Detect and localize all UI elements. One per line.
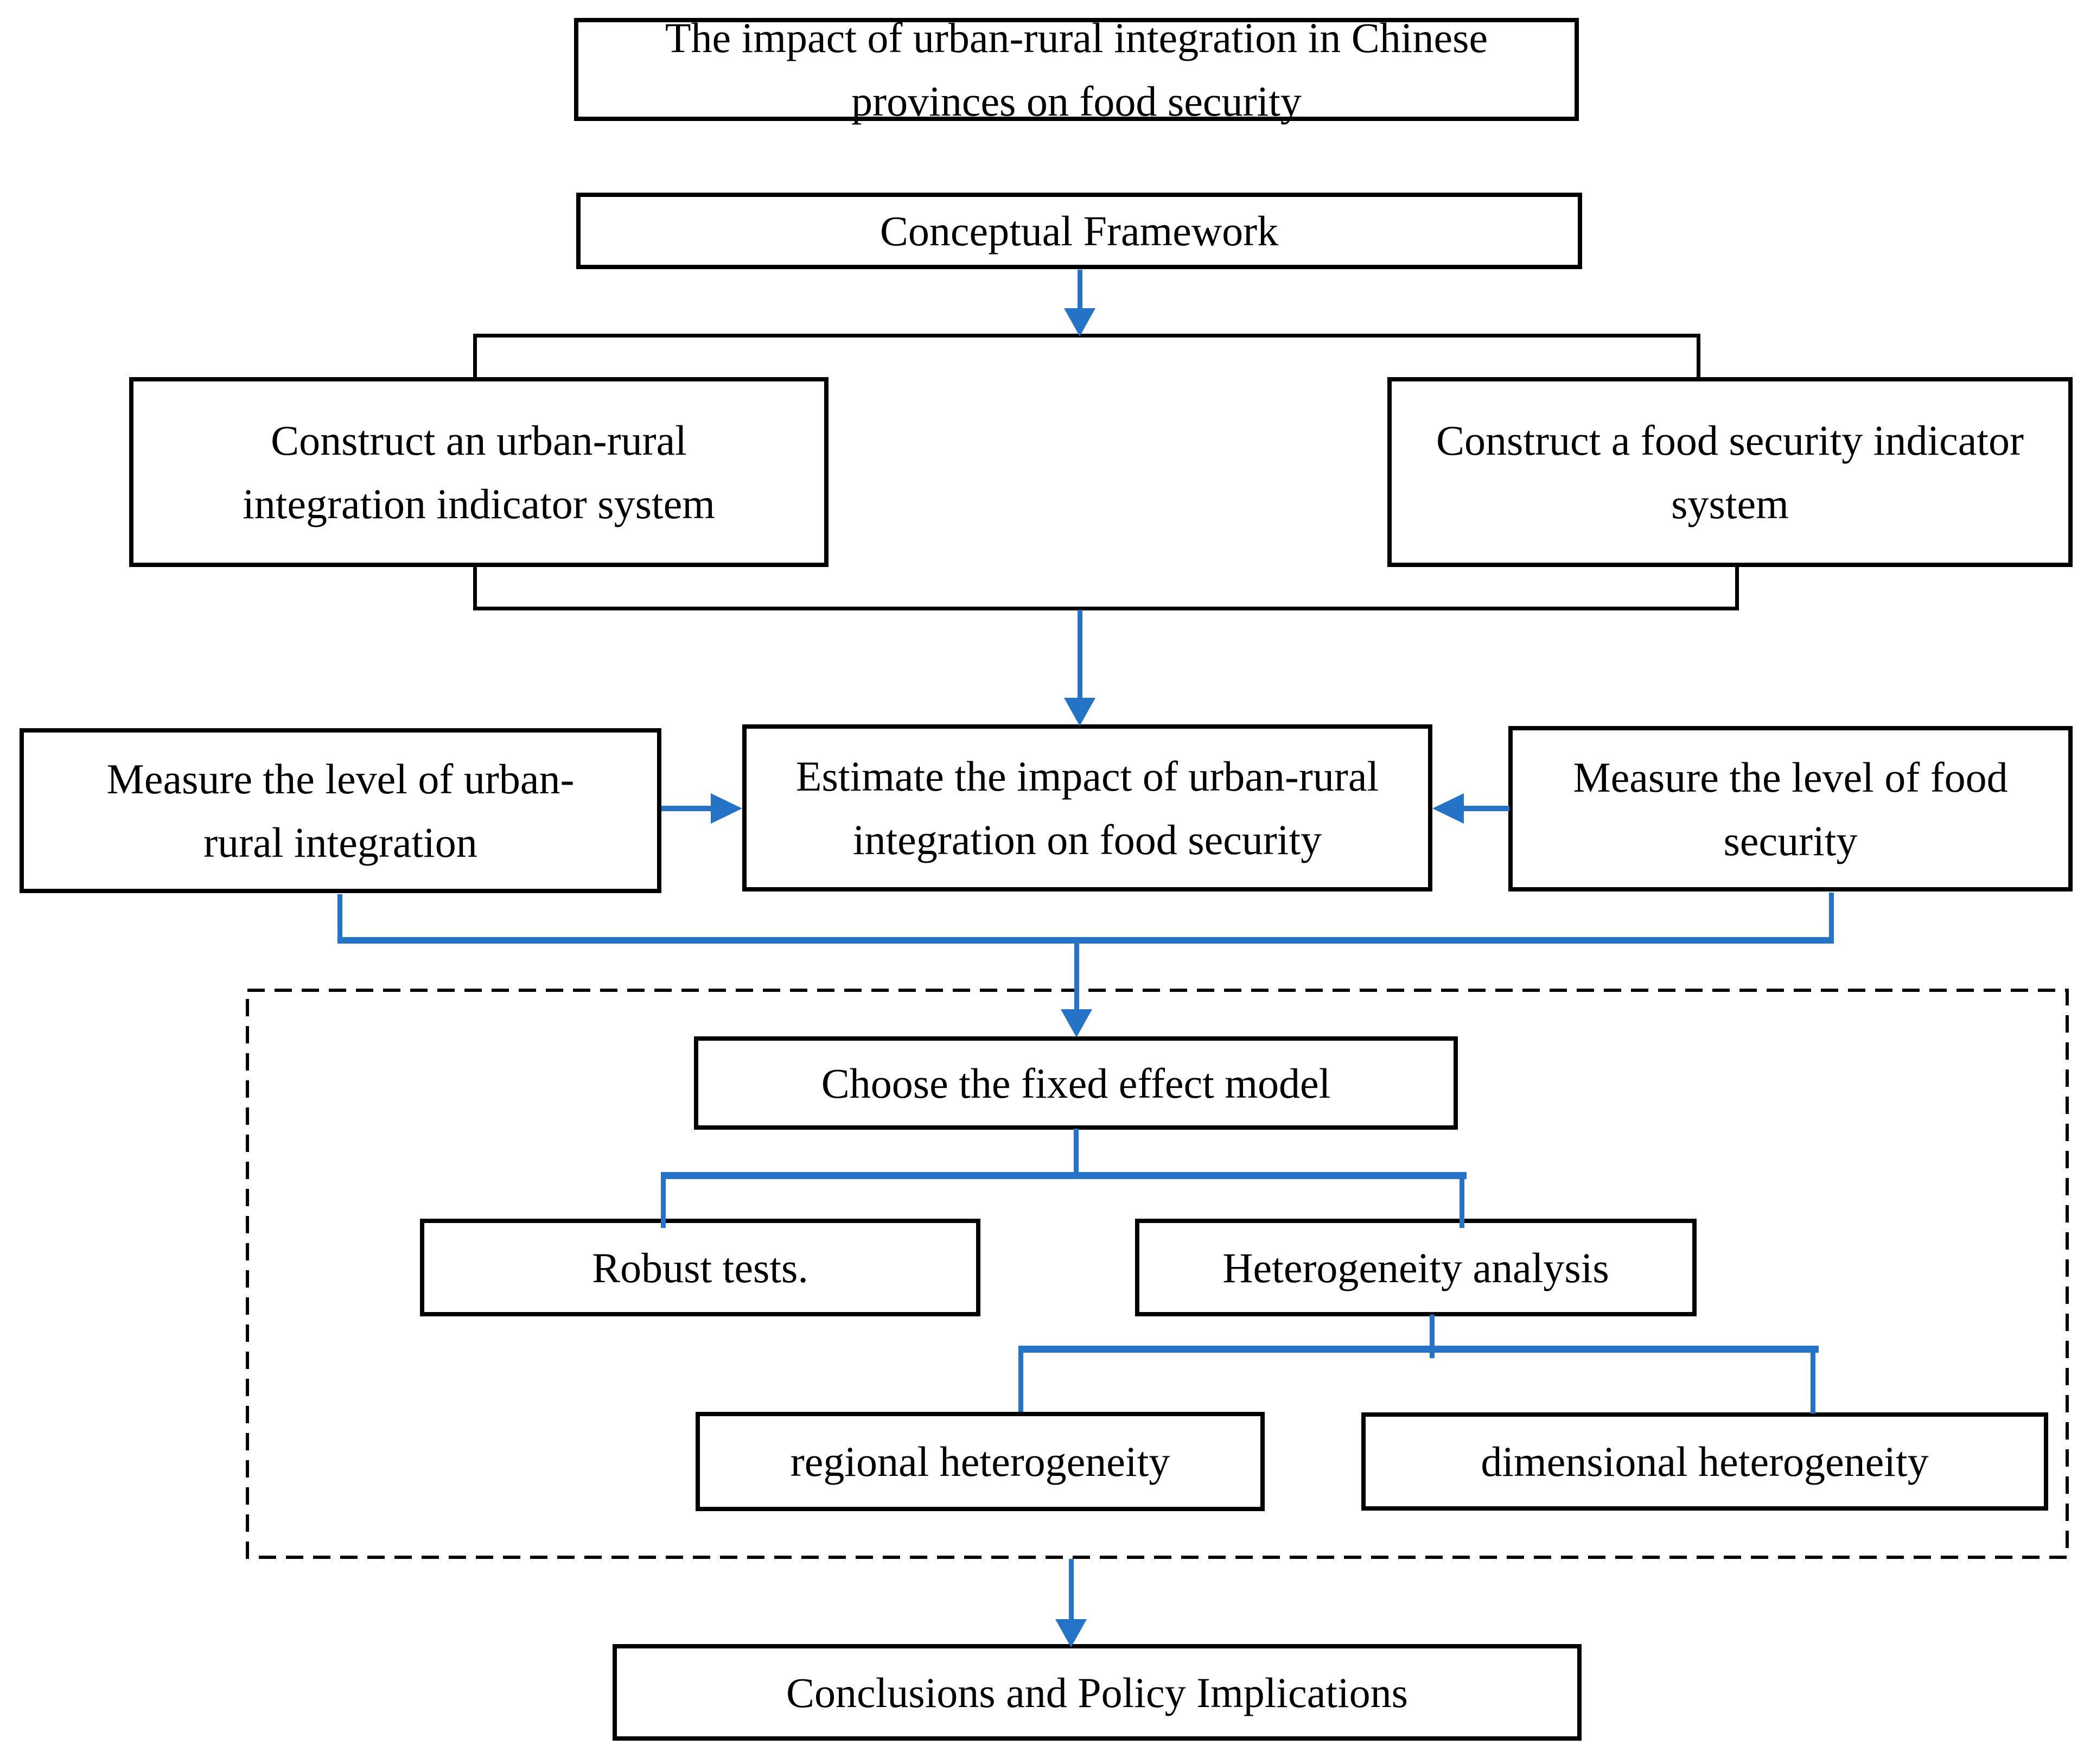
node-heterogeneity-analysis: Heterogeneity analysis	[1135, 1219, 1697, 1316]
choose-model-label: Choose the fixed effect model	[821, 1052, 1331, 1115]
connector-split1-right-drop	[1697, 334, 1700, 381]
connector-split2-top-drop	[1074, 1129, 1079, 1177]
arrow-merge2-to-choose-head	[1061, 1009, 1092, 1037]
measure-food-security-line-2: security	[1723, 817, 1858, 864]
node-regional-heterogeneity: regional heterogeneity	[696, 1412, 1265, 1511]
node-choose-fixed-effect-model: Choose the fixed effect model	[694, 1036, 1458, 1130]
connector-merge2-left-drop	[337, 894, 342, 940]
construct-food-security-label: Construct a food security indicator syst…	[1436, 409, 2024, 536]
connector-split2-left-drop	[661, 1172, 666, 1228]
arrow-dashed-to-conclusions-head	[1055, 1619, 1087, 1647]
dimensional-heterogeneity-label: dimensional heterogeneity	[1481, 1430, 1928, 1493]
measure-food-security-line-1: Measure the level of food	[1573, 753, 2008, 801]
node-measure-food-security: Measure the level of food security	[1508, 726, 2073, 891]
connector-merge2-right-drop	[1829, 893, 1834, 940]
connector-split2-horizontal	[661, 1172, 1467, 1179]
arrow-merge2-to-choose-stem	[1074, 944, 1079, 1011]
regional-heterogeneity-label: regional heterogeneity	[791, 1430, 1170, 1493]
connector-merge1-horizontal	[473, 607, 1739, 610]
connector-split3-horizontal	[1018, 1346, 1819, 1353]
arrow-measure-right-to-estimate-head	[1432, 793, 1464, 824]
construct-urban-rural-line-1: Construct an urban-rural	[271, 417, 687, 464]
estimate-impact-label: Estimate the impact of urban-rural integ…	[796, 744, 1379, 871]
arrow-conceptual-to-split-stem	[1078, 270, 1082, 310]
title-line-2: provinces on food security	[851, 78, 1302, 125]
conclusions-line-1: Conclusions and Policy Implications	[786, 1669, 1409, 1716]
node-title: The impact of urban-rural integration in…	[574, 14, 1579, 125]
node-conclusions: Conclusions and Policy Implications	[613, 1644, 1582, 1741]
measure-food-security-label: Measure the level of food security	[1573, 746, 2007, 873]
measure-urban-rural-line-1: Measure the level of urban-	[106, 755, 575, 803]
estimate-impact-line-2: integration on food security	[852, 816, 1322, 863]
heterogeneity-analysis-label: Heterogeneity analysis	[1222, 1236, 1609, 1300]
arrow-measure-right-to-estimate-stem	[1463, 806, 1509, 811]
measure-urban-rural-label: Measure the level of urban- rural integr…	[107, 747, 575, 874]
dimensional-heterogeneity-line-1: dimensional heterogeneity	[1481, 1438, 1929, 1485]
estimate-impact-line-1: Estimate the impact of urban-rural	[795, 753, 1379, 800]
regional-heterogeneity-line-1: regional heterogeneity	[790, 1438, 1170, 1485]
arrow-merge1-to-estimate-head	[1064, 698, 1095, 726]
measure-urban-rural-line-2: rural integration	[203, 819, 477, 866]
node-measure-urban-rural: Measure the level of urban- rural integr…	[20, 728, 661, 893]
connector-split3-top-drop	[1430, 1315, 1435, 1358]
connector-merge1-left-rise	[473, 565, 477, 610]
construct-urban-rural-line-2: integration indicator system	[243, 480, 715, 527]
connector-merge2-horizontal	[337, 937, 1834, 944]
node-estimate-impact: Estimate the impact of urban-rural integ…	[742, 724, 1432, 891]
construct-urban-rural-label: Construct an urban-rural integration ind…	[243, 409, 715, 536]
choose-model-line-1: Choose the fixed effect model	[821, 1059, 1331, 1107]
title-line-1: The impact of urban-rural integration in…	[665, 14, 1488, 61]
connector-split3-right-drop	[1811, 1346, 1815, 1413]
arrow-dashed-to-conclusions-stem	[1069, 1559, 1074, 1621]
node-robust-tests: Robust tests.	[420, 1219, 980, 1316]
construct-food-security-line-1: Construct a food security indicator	[1436, 417, 2024, 464]
arrow-measure-left-to-estimate-stem	[661, 806, 711, 811]
conceptual-line-1: Conceptual Framework	[880, 207, 1279, 254]
heterogeneity-analysis-line-1: Heterogeneity analysis	[1222, 1244, 1609, 1291]
robust-tests-label: Robust tests.	[592, 1236, 808, 1300]
node-title-label: The impact of urban-rural integration in…	[665, 6, 1488, 133]
conceptual-framework-label: Conceptual Framework	[880, 199, 1278, 263]
construct-food-security-line-2: system	[1671, 480, 1789, 527]
connector-merge1-right-rise	[1735, 565, 1739, 610]
arrow-conceptual-to-split-head	[1064, 308, 1095, 336]
arrow-measure-left-to-estimate-head	[711, 793, 742, 824]
connector-split3-left-drop	[1018, 1346, 1023, 1412]
robust-tests-line-1: Robust tests.	[592, 1244, 808, 1291]
arrow-merge1-to-estimate-stem	[1078, 610, 1082, 701]
conclusions-label: Conclusions and Policy Implications	[786, 1661, 1408, 1724]
connector-split2-right-drop	[1460, 1172, 1464, 1228]
dashed-container-border	[246, 989, 2069, 1559]
node-dimensional-heterogeneity: dimensional heterogeneity	[1361, 1412, 2048, 1511]
node-construct-food-security-system: Construct a food security indicator syst…	[1387, 377, 2073, 567]
connector-split1-left-drop	[473, 334, 477, 381]
node-construct-urban-rural-system: Construct an urban-rural integration ind…	[129, 377, 828, 567]
node-conceptual-framework: Conceptual Framework	[576, 193, 1582, 269]
